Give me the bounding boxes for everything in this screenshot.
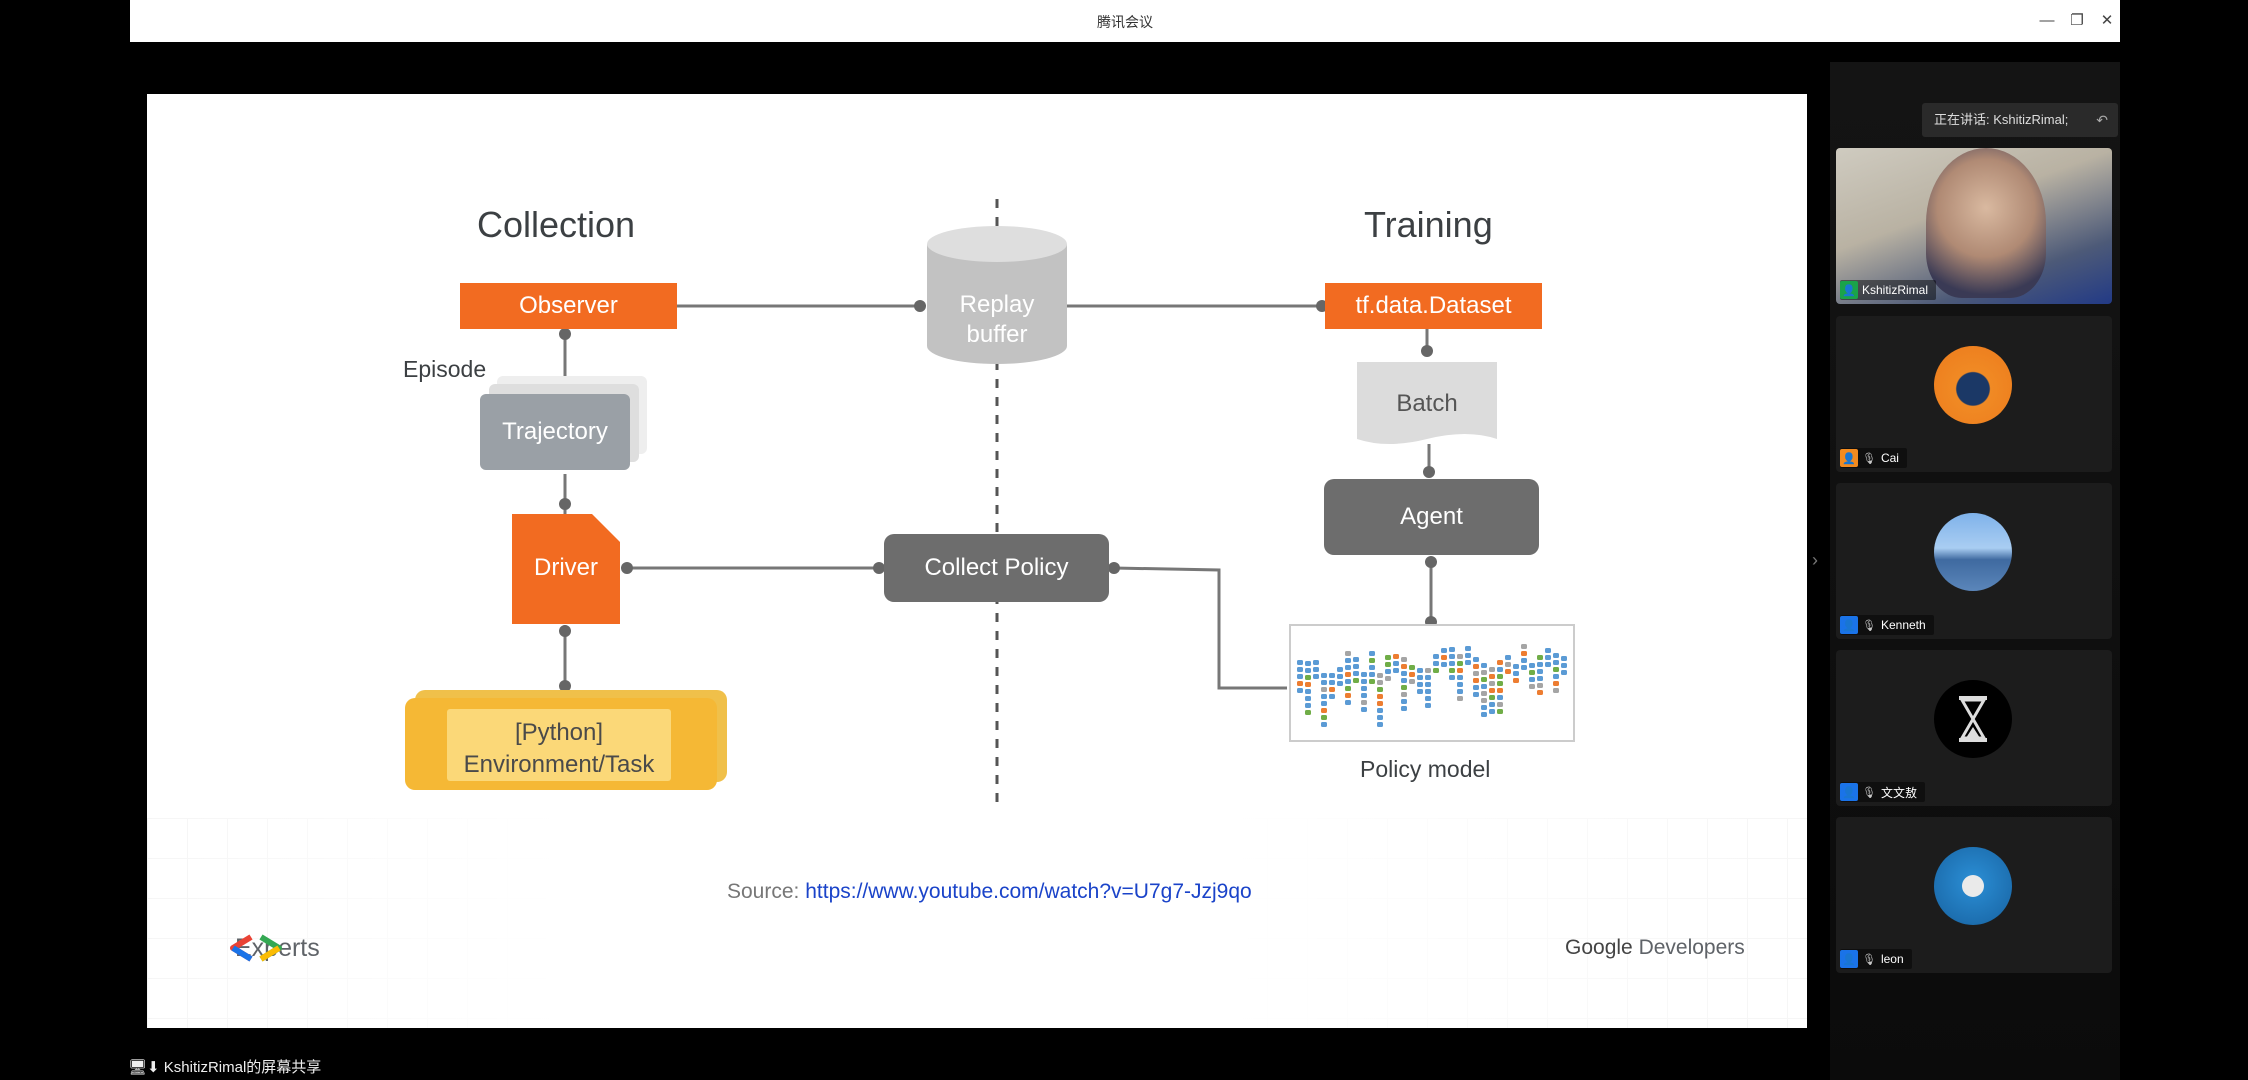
window-titlebar: 腾讯会议 — ❐ ✕ [130,0,2120,42]
policy-model-label: Policy model [1360,756,1491,782]
screen-share-icon: 🖥⬇ [128,1059,160,1076]
muted-mic-icon: 🎙 [1862,953,1876,966]
collection-heading: Collection [477,204,636,245]
trajectory-box: Trajectory [480,394,630,470]
participant-label: 👤 🎙 Cai [1840,448,1907,468]
policy-model-network-graphic [1297,644,1567,727]
participant-label: 👤 🎙 Kenneth [1840,615,1934,635]
hourglass-icon [1959,696,1987,742]
muted-mic-icon: 🎙 [1862,786,1876,799]
driver-label: Driver [534,554,598,581]
user-icon: 👤 [1840,616,1858,634]
observer-box: Observer [460,283,677,329]
google-developers-logo: Google Developers [1565,936,1745,959]
avatar-emblem-icon [1962,875,1984,897]
user-icon: 👤 [1840,950,1858,968]
muted-mic-icon: 🎙 [1862,619,1876,632]
avatar [1934,847,2012,925]
muted-mic-icon: 🎙 [1862,452,1876,465]
episode-label: Episode [403,356,487,382]
source-link[interactable]: https://www.youtube.com/watch?v=U7g7-Jzj… [805,880,1252,903]
participant-tile[interactable]: 👤 🎙 Kenneth [1836,483,2112,639]
shared-screen-slide: Collection Training Observer Replay buff… [147,94,1807,1028]
avatar [1934,513,2012,591]
training-heading: Training [1364,204,1493,245]
agent-box: Agent [1324,479,1539,555]
gde-logo-icon [230,934,282,962]
participant-tile[interactable]: 👤 KshitizRimal [1836,148,2112,304]
avatar [1934,680,2012,758]
speaking-indicator: 正在讲话: KshitizRimal; ↶ [1922,103,2118,137]
participant-tile[interactable]: 👤 🎙 文文敖 [1836,650,2112,806]
tf-data-dataset-box: tf.data.Dataset [1325,283,1542,329]
slide-source: Source: https://www.youtube.com/watch?v=… [727,880,1252,903]
collapse-panel-icon[interactable]: › [1812,550,1818,570]
batch-label: Batch [1396,390,1458,417]
environment-task-label: [Python] Environment/Task [463,719,655,778]
user-icon: 👤 [1840,449,1858,467]
gde-experts-logo: Experts [227,934,320,963]
window-title: 腾讯会议 [1097,14,1153,30]
participant-label: 👤 🎙 leon [1840,949,1912,969]
participant-tile[interactable]: 👤 🎙 leon [1836,817,2112,973]
user-icon: 👤 [1840,281,1858,299]
close-button[interactable]: ✕ [2100,12,2114,29]
replay-buffer-cylinder [927,226,1067,364]
user-icon: 👤 [1840,783,1858,801]
participant-label: 👤 KshitizRimal [1840,280,1937,300]
collect-policy-box: Collect Policy [884,534,1109,602]
participant-tile[interactable]: 👤 🎙 Cai [1836,316,2112,472]
participant-video [1926,148,2046,298]
back-icon[interactable]: ↶ [2096,112,2108,128]
replay-buffer-label: Replay buffer [959,291,1035,348]
maximize-button[interactable]: ❐ [2070,12,2084,29]
participant-label: 👤 🎙 文文敖 [1840,782,1925,802]
minimize-button[interactable]: — [2039,12,2055,29]
screen-share-indicator: 🖥⬇ KshitizRimal的屏幕共享 [128,1059,322,1076]
avatar [1934,346,2012,424]
